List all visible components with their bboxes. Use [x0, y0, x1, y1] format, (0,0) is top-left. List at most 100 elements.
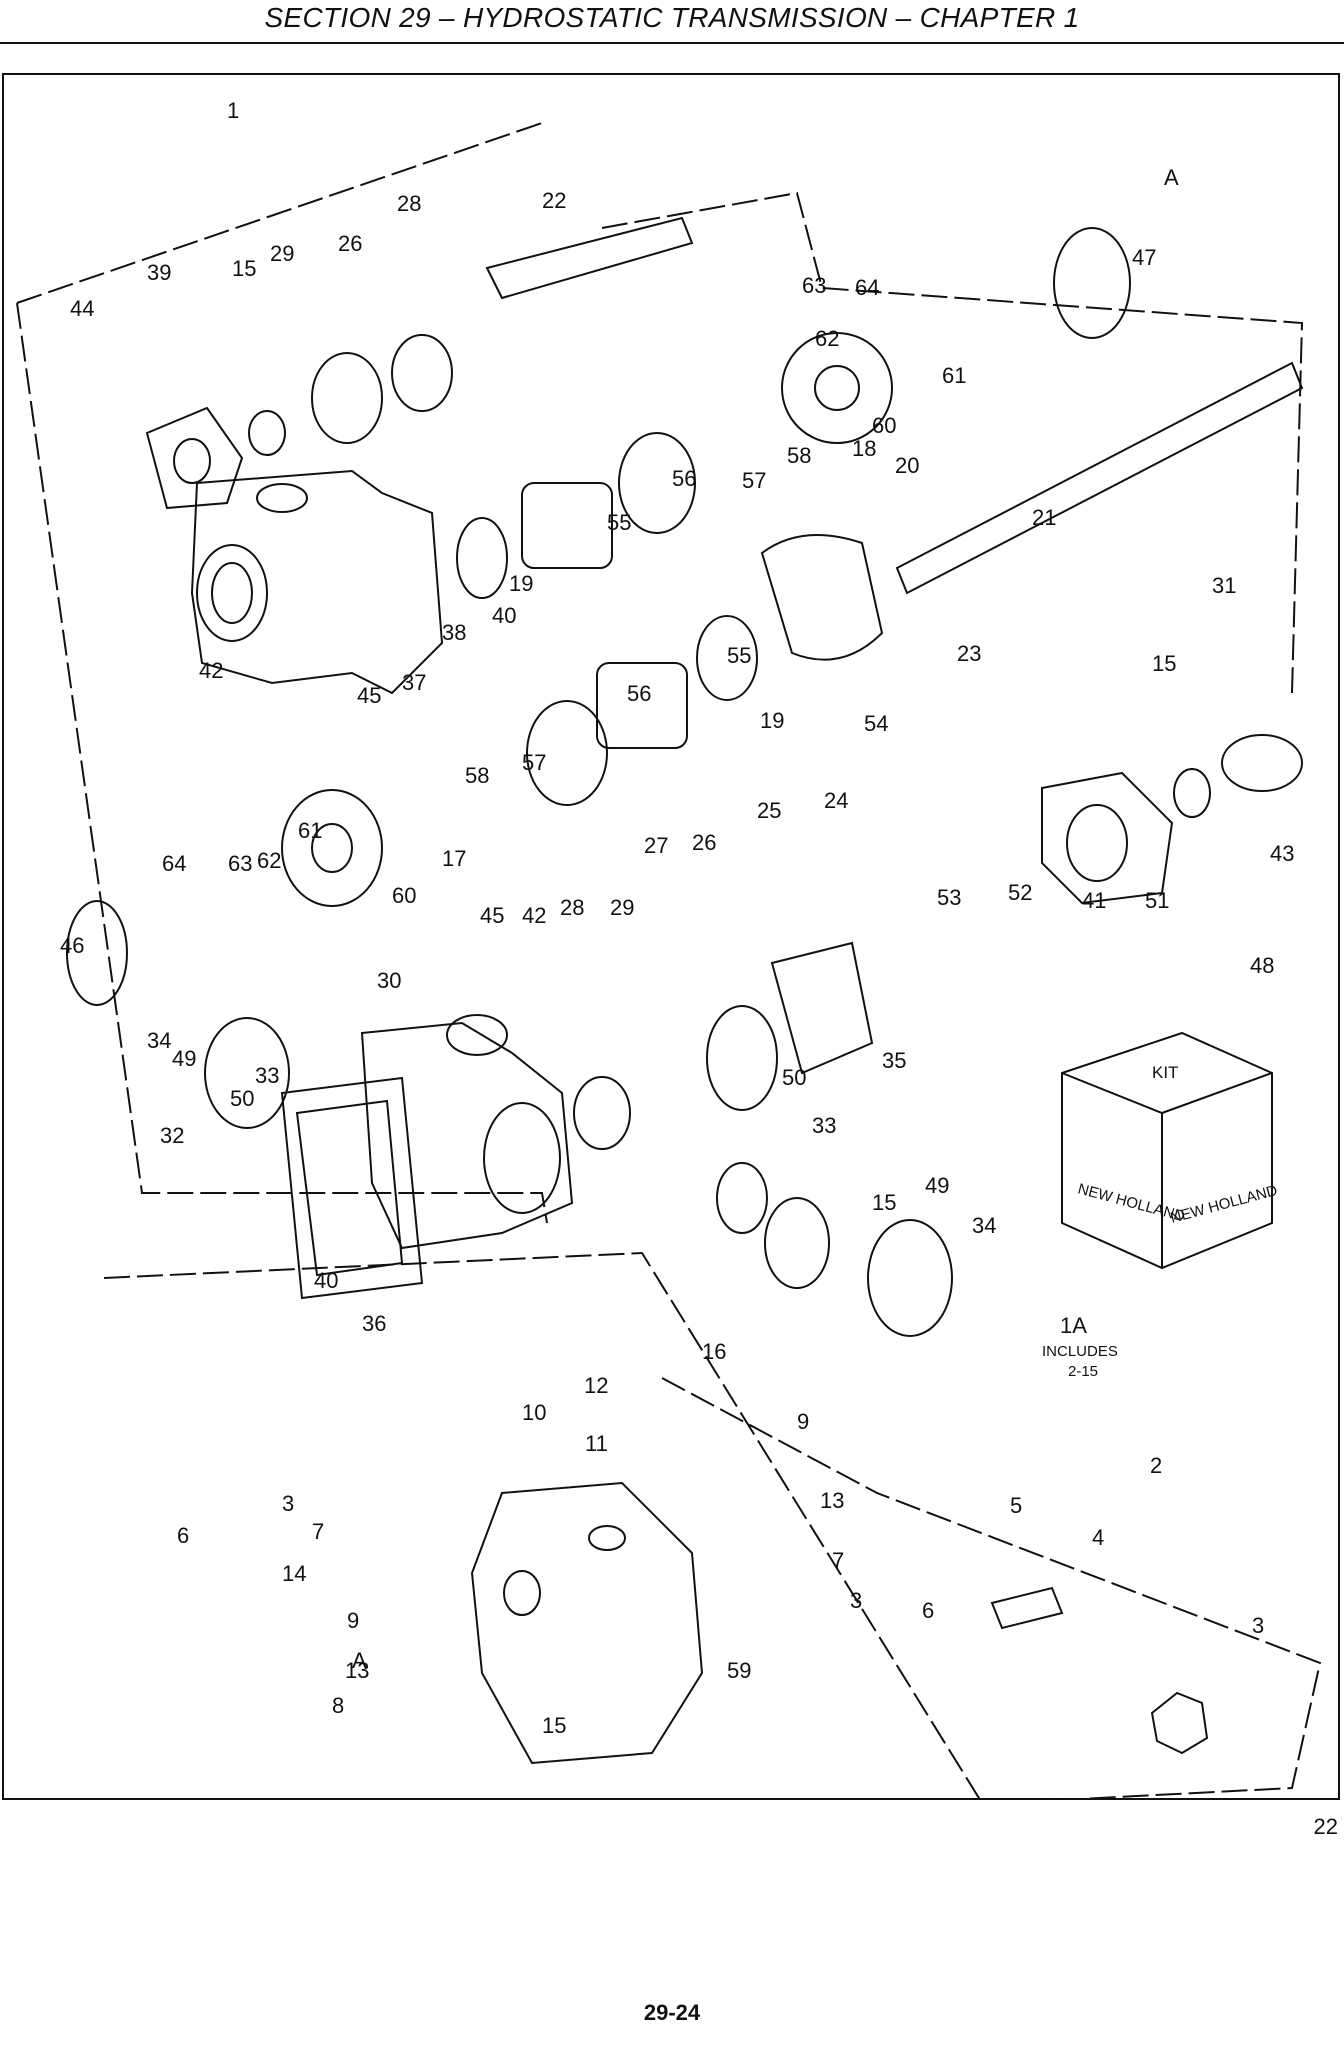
- part-label-15: 15: [872, 1190, 896, 1215]
- part-label-45: 45: [357, 683, 381, 708]
- piston-group-upper: [521, 482, 613, 569]
- part-label-36: 36: [362, 1311, 386, 1336]
- gasket-part: [280, 1076, 424, 1300]
- part-label-28: 28: [560, 895, 584, 920]
- part-label-57: 57: [742, 468, 766, 493]
- ring-50: [716, 1162, 768, 1234]
- page-number: 29-24: [643, 2000, 701, 2025]
- cylinder-block-upper: [781, 332, 893, 444]
- flange-49-left: [204, 1017, 290, 1129]
- part-label-51: 51: [1145, 888, 1169, 913]
- kit-brand-right: NEW HOLLAND: [1169, 1182, 1280, 1227]
- part-label-18: 18: [852, 436, 876, 461]
- piston-group-lower: [596, 662, 688, 749]
- part-label-50: 50: [782, 1065, 806, 1090]
- seal-15-right: [1173, 768, 1211, 818]
- part-label-15: 15: [542, 1713, 566, 1738]
- part-label-62: 62: [815, 326, 839, 351]
- exploded-view-diagram: KIT NEW HOLLAND NEW HOLLAND 1A INCLUDES …: [16, 98, 1322, 1800]
- flange-39: [145, 406, 244, 510]
- pump-housing-part: [190, 469, 444, 695]
- part-label-25: 25: [757, 798, 781, 823]
- cover-plate-25: [770, 941, 874, 1075]
- part-label-53: 53: [937, 885, 961, 910]
- part-label-7: 7: [832, 1548, 844, 1573]
- valve-block: [470, 1481, 704, 1765]
- section-title: SECTION 29 – HYDROSTATIC TRANSMISSION – …: [264, 2, 1080, 33]
- part-label-23: 23: [957, 641, 981, 666]
- part-label-6: 6: [922, 1598, 934, 1623]
- part-label-48: 48: [1250, 953, 1274, 978]
- part-label-50: 50: [230, 1086, 254, 1111]
- part-label-14: 14: [282, 1561, 306, 1586]
- part-label-60: 60: [872, 413, 896, 438]
- end-plate-upper: [1053, 227, 1131, 339]
- callout-1a-line2: 2-15: [1068, 1363, 1098, 1380]
- part-label-62: 62: [257, 848, 281, 873]
- part-label-59: 59: [727, 1658, 751, 1683]
- part-label-9: 9: [797, 1409, 809, 1434]
- part-label-58: 58: [465, 763, 489, 788]
- part-label-6: 6: [177, 1523, 189, 1548]
- part-label-13: 13: [820, 1488, 844, 1513]
- part-label-21: 21: [1032, 505, 1056, 530]
- part-label-40: 40: [314, 1268, 338, 1293]
- part-number-labels: 1233345667789910111213131415151515161718…: [60, 98, 1294, 1738]
- diagram-frame: [2, 73, 1340, 1800]
- part-label-24: 24: [824, 788, 848, 813]
- part-label-42: 42: [522, 903, 546, 928]
- part-label-46: 46: [60, 933, 84, 958]
- part-label-22: 22: [542, 188, 566, 213]
- part-label-64: 64: [855, 275, 879, 300]
- ring-26-upper: [311, 352, 383, 444]
- part-label-28: 28: [397, 191, 421, 216]
- part-label-56: 56: [627, 681, 651, 706]
- part-label-20: 20: [895, 453, 919, 478]
- page-header: SECTION 29 – HYDROSTATIC TRANSMISSION – …: [0, 0, 1344, 44]
- part-label-31: 31: [1212, 573, 1236, 598]
- part-label-19: 19: [509, 571, 533, 596]
- shaft-part: [485, 216, 694, 300]
- assembly-boundary-lower: [103, 1251, 1322, 1800]
- callout-1a-label: 1A: [1060, 1313, 1087, 1338]
- thrust-plate-lower: [696, 615, 758, 701]
- part-label-5: 5: [1010, 1493, 1022, 1518]
- motor-housing-part: [360, 1014, 574, 1250]
- figure-number: 22: [1313, 1814, 1338, 1839]
- cylinder-block-lower: [281, 789, 383, 907]
- part-label-43: 43: [1270, 841, 1294, 866]
- kit-label: KIT: [1152, 1063, 1178, 1082]
- part-label-16: 16: [702, 1339, 726, 1364]
- part-label-15: 15: [1152, 651, 1176, 676]
- part-label-37: 37: [402, 670, 426, 695]
- part-label-30: 30: [377, 968, 401, 993]
- part-label-39: 39: [147, 260, 171, 285]
- part-label-52: 52: [1008, 880, 1032, 905]
- part-label-38: 38: [442, 620, 466, 645]
- part-label-12: 12: [584, 1373, 608, 1398]
- part-label-29: 29: [610, 895, 634, 920]
- callout-a-lower: A: [352, 1648, 367, 1673]
- end-cover-49: [867, 1219, 953, 1337]
- callout-1a-line1: INCLUDES: [1042, 1343, 1118, 1360]
- part-label-60: 60: [392, 883, 416, 908]
- part-label-54: 54: [864, 711, 888, 736]
- part-label-34: 34: [972, 1213, 996, 1238]
- part-label-3: 3: [850, 1588, 862, 1613]
- part-label-42: 42: [199, 658, 223, 683]
- part-label-55: 55: [607, 510, 631, 535]
- part-label-47: 47: [1132, 245, 1156, 270]
- part-label-64: 64: [162, 851, 186, 876]
- callout-a-upper: A: [1164, 165, 1179, 190]
- part-label-13: 13: [345, 1658, 369, 1683]
- part-label-49: 49: [172, 1046, 196, 1071]
- thrust-plate-upper: [456, 517, 508, 599]
- part-label-4: 4: [1092, 1525, 1104, 1550]
- part-label-35: 35: [882, 1048, 906, 1073]
- part-label-63: 63: [228, 851, 252, 876]
- plug-part: [1150, 1691, 1209, 1755]
- relief-valve-part: [990, 1586, 1064, 1630]
- part-label-9: 9: [347, 1608, 359, 1633]
- part-label-34: 34: [147, 1028, 171, 1053]
- part-label-40: 40: [492, 603, 516, 628]
